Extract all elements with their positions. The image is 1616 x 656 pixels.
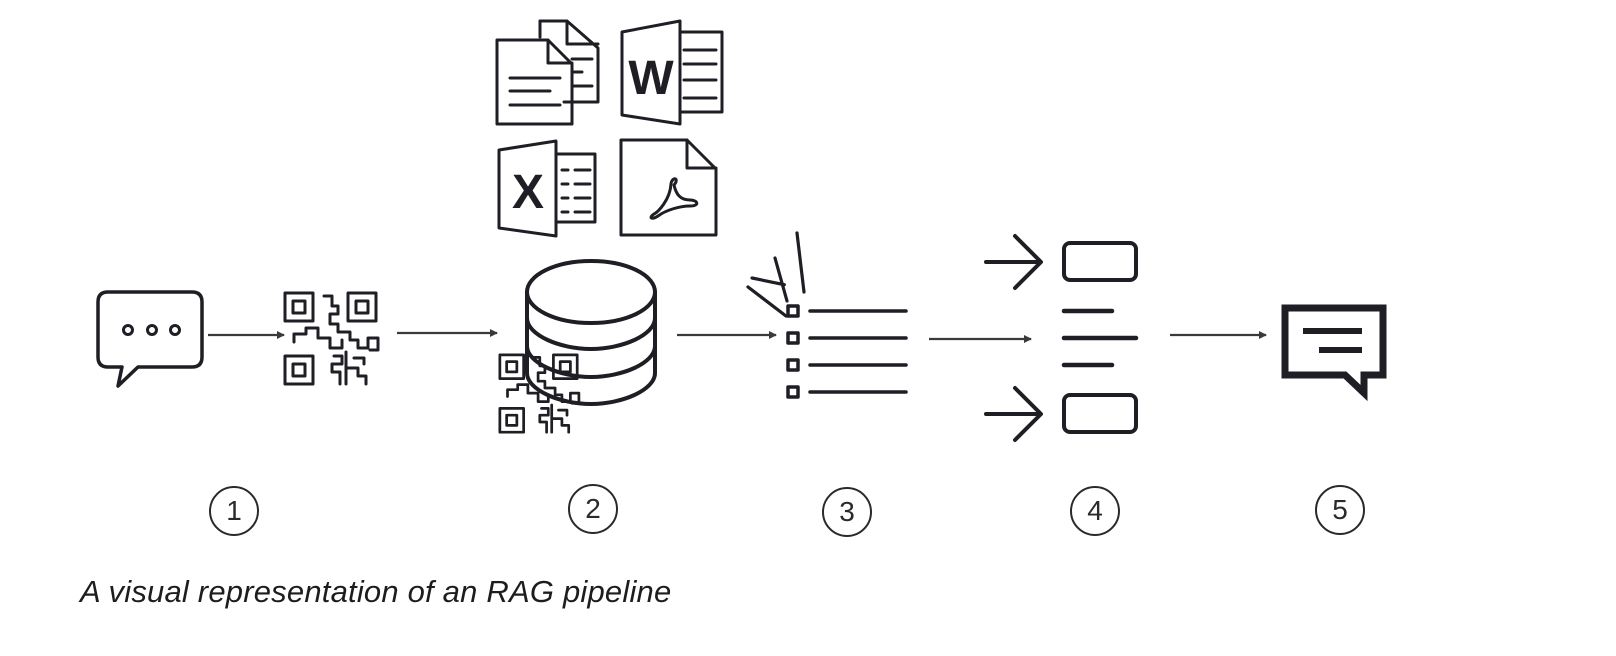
response-chat-icon [1281,304,1387,402]
step-number-1-label: 1 [226,495,242,526]
step-number-3-label: 3 [839,496,855,527]
word-document-icon: W [620,19,724,126]
step-number-5-label: 5 [1332,494,1348,525]
text-documents-icon [495,19,600,126]
step-number-4-label: 4 [1087,495,1103,526]
step-number-2: 2 [568,484,618,534]
figure-caption: A visual representation of an RAG pipeli… [80,574,672,609]
rag-pipeline-diagram: W X [96,19,1387,442]
highlighted-list-icon [746,231,908,399]
svg-text:W: W [628,52,674,105]
excel-document-icon: X [497,139,597,238]
step-number-3: 3 [822,487,872,537]
step-number-1: 1 [209,486,259,536]
svg-text:X: X [512,166,544,219]
step-number-5: 5 [1315,485,1365,535]
step-number-4: 4 [1070,486,1120,536]
qr-code-embedding-icon [283,291,380,386]
pdf-document-icon [619,138,718,237]
database-with-embedding-icon [498,259,657,434]
chat-bubble-ellipsis-icon [96,290,204,388]
step-number-2-label: 2 [585,493,601,524]
prompt-with-context-icon [984,234,1139,442]
